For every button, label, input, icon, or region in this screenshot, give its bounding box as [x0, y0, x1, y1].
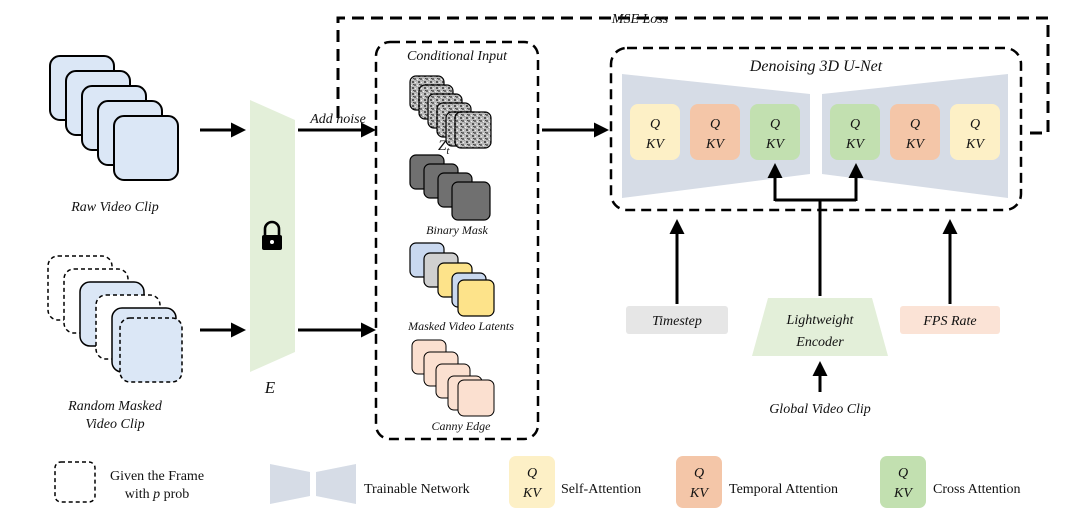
- mse-loss-label: MSE Loss: [611, 12, 669, 27]
- fps-rate-label: FPS Rate: [922, 314, 976, 329]
- unet-self-attention-block-2: Q KV: [950, 104, 1000, 160]
- legend-trainable-left: [270, 464, 310, 504]
- raw-video-clip-label: Raw Video Clip: [70, 200, 159, 215]
- legend-given-frame-line2: with p prob: [125, 487, 190, 502]
- canny-edge-stack: [411, 339, 495, 417]
- raw-video-clip-stack: [49, 55, 179, 181]
- unet-cross-attention-block-2: Q KV: [830, 104, 880, 160]
- svg-text:Q: Q: [970, 117, 980, 132]
- denoising-unet-title: Denoising 3D U-Net: [749, 58, 883, 75]
- unet-cross-attention-block-1: Q KV: [750, 104, 800, 160]
- svg-text:KV: KV: [905, 137, 925, 152]
- lightweight-encoder-label-line1: Lightweight: [786, 313, 855, 328]
- binary-mask-stack: [409, 154, 491, 221]
- conditional-input-box: [374, 40, 540, 441]
- svg-text:KV: KV: [893, 486, 913, 501]
- fps-rate-box: [900, 306, 1000, 334]
- svg-text:Q: Q: [650, 117, 660, 132]
- svg-text:KV: KV: [522, 486, 542, 501]
- legend-self-attention-swatch: Q KV: [509, 456, 555, 508]
- random-masked-clip-stack: [47, 255, 183, 383]
- svg-text:KV: KV: [845, 137, 865, 152]
- legend-given-frame-line1: Given the Frame: [110, 469, 204, 484]
- conditional-input-title: Conditional Input: [407, 49, 508, 64]
- unet-temporal-attention-block-1: Q KV: [690, 104, 740, 160]
- zt-label: Zt: [438, 138, 450, 157]
- svg-text:KV: KV: [645, 137, 665, 152]
- lightweight-encoder-label-line2: Encoder: [795, 335, 844, 350]
- unet-temporal-attention-block-2: Q KV: [890, 104, 940, 160]
- legend-cross-attention: Cross Attention: [933, 482, 1021, 497]
- random-masked-label-line2: Video Clip: [85, 417, 144, 432]
- svg-text:KV: KV: [965, 137, 985, 152]
- legend-trainable-network: Trainable Network: [364, 482, 470, 497]
- noisy-latent-stack: [409, 75, 492, 149]
- svg-text:KV: KV: [689, 486, 709, 501]
- legend-self-attention: Self-Attention: [561, 482, 641, 497]
- binary-mask-label: Binary Mask: [426, 223, 488, 237]
- svg-text:Q: Q: [850, 117, 860, 132]
- svg-text:KV: KV: [705, 137, 725, 152]
- denoising-unet-box: [609, 46, 1023, 212]
- encoder-symbol: E: [264, 378, 276, 397]
- legend-trainable-right: [316, 464, 356, 504]
- svg-text:Q: Q: [898, 466, 908, 481]
- lock-icon: [262, 220, 282, 250]
- svg-text:Q: Q: [710, 117, 720, 132]
- legend-temporal-attention-swatch: Q KV: [676, 456, 722, 508]
- canny-edge-label: Canny Edge: [432, 419, 492, 433]
- masked-video-latents-label: Masked Video Latents: [407, 319, 514, 333]
- unet-self-attention-block-1: Q KV: [630, 104, 680, 160]
- random-masked-label-line1: Random Masked: [67, 399, 163, 414]
- timestep-label: Timestep: [652, 314, 702, 329]
- global-video-clip-label: Global Video Clip: [769, 402, 871, 417]
- svg-text:Q: Q: [694, 466, 704, 481]
- legend-dashed-frame: [54, 461, 96, 503]
- legend-temporal-attention: Temporal Attention: [729, 482, 838, 497]
- svg-text:Q: Q: [527, 466, 537, 481]
- add-noise-label: Add noise: [309, 112, 366, 127]
- svg-text:KV: KV: [765, 137, 785, 152]
- mse-loss-loop: [336, 16, 1050, 135]
- legend-cross-attention-swatch: Q KV: [880, 456, 926, 508]
- masked-video-latents-stack: [409, 242, 495, 317]
- svg-text:Q: Q: [770, 117, 780, 132]
- timestep-box: [626, 306, 728, 334]
- lightweight-encoder: [752, 298, 888, 356]
- arrow-encoder-to-cross-attention: [775, 198, 856, 296]
- svg-text:Q: Q: [910, 117, 920, 132]
